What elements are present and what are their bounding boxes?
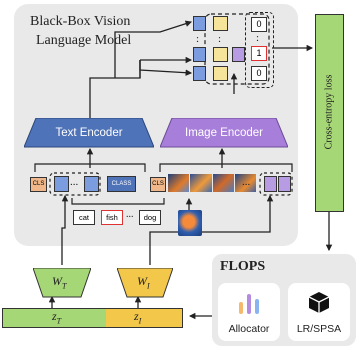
text-cls-token: CLS	[30, 177, 47, 192]
allocator-bar-1	[239, 302, 243, 314]
image-patch-2	[190, 174, 212, 192]
image-patch-3	[212, 174, 234, 192]
prompt-vector-image-symbol: z	[134, 309, 139, 323]
text-class-token: CLASS	[107, 176, 136, 192]
image-weight-matrix	[117, 268, 173, 298]
text-feature-token-3	[193, 66, 206, 81]
image-feature-token	[232, 47, 245, 62]
image-patches	[168, 174, 256, 192]
cross-entropy-loss-label: Cross-entropy loss	[323, 74, 335, 150]
similarity-dots: :	[218, 33, 222, 45]
image-weight-label: WI	[137, 274, 150, 290]
class-word-ellipsis: ...	[126, 209, 134, 220]
prompt-vector-text-label: zT	[52, 309, 61, 325]
score-cell-1: 0	[251, 17, 267, 32]
image-cls-token: CLS	[150, 177, 166, 192]
prompt-vector-image-subscript: I	[138, 316, 142, 326]
text-weight-symbol: W	[52, 274, 62, 288]
score-cell-2: 1	[251, 46, 267, 61]
similarity-cell-3	[213, 66, 228, 81]
text-feature-token-1	[193, 16, 206, 31]
allocator-bar-2	[247, 294, 251, 314]
text-encoder-label: Text Encoder	[55, 127, 123, 139]
cube-icon	[309, 292, 329, 313]
text-weight-matrix	[33, 268, 91, 298]
class-word-fish: fish	[101, 210, 123, 225]
score-cell-3: 0	[251, 66, 267, 81]
text-feature-dots: :	[196, 33, 200, 45]
prompt-vector-image-label: zI	[134, 309, 141, 325]
image-token-ellipsis: ...	[242, 176, 251, 188]
prompt-vector-image	[106, 308, 183, 328]
optimizer-label: LR/SPSA	[296, 323, 342, 335]
class-word-dog: dog	[139, 210, 161, 225]
prompt-vector-text-symbol: z	[52, 309, 57, 323]
text-prompt-token-1	[54, 176, 69, 192]
similarity-cell-2	[213, 47, 228, 62]
allocator-label: Allocator	[228, 323, 270, 335]
text-weight-subscript: T	[62, 281, 67, 291]
score-dots: :	[256, 32, 260, 44]
image-weight-symbol: W	[137, 274, 147, 288]
prompt-vector-text	[2, 308, 107, 328]
text-weight-label: WT	[52, 274, 66, 290]
score-column	[245, 12, 274, 88]
image-patch-4	[234, 174, 256, 192]
allocator-bar-3	[255, 299, 259, 314]
flops-title: FLOPS	[220, 259, 266, 274]
image-prompt-token-2	[278, 176, 291, 192]
class-word-cat: cat	[73, 210, 95, 225]
prompt-vector-text-subscript: T	[56, 316, 62, 326]
text-encoder	[24, 118, 154, 148]
vlm-title-line2: Language Model	[36, 33, 132, 48]
similarity-cell-1	[213, 16, 228, 31]
fish-image	[178, 210, 202, 236]
image-prompt-token-1	[264, 176, 277, 192]
allocator-icon	[238, 292, 260, 314]
image-encoder-label: Image Encoder	[185, 127, 263, 139]
cross-entropy-loss-box	[315, 14, 344, 212]
image-encoder	[160, 118, 288, 148]
image-weight-subscript: I	[147, 281, 150, 291]
text-feature-token-2	[193, 47, 206, 62]
image-patch-1	[168, 174, 190, 192]
text-prompt-token-2	[84, 176, 99, 192]
vlm-title-line1: Black-Box Vision	[30, 14, 131, 29]
text-token-ellipsis: ...	[70, 176, 79, 188]
